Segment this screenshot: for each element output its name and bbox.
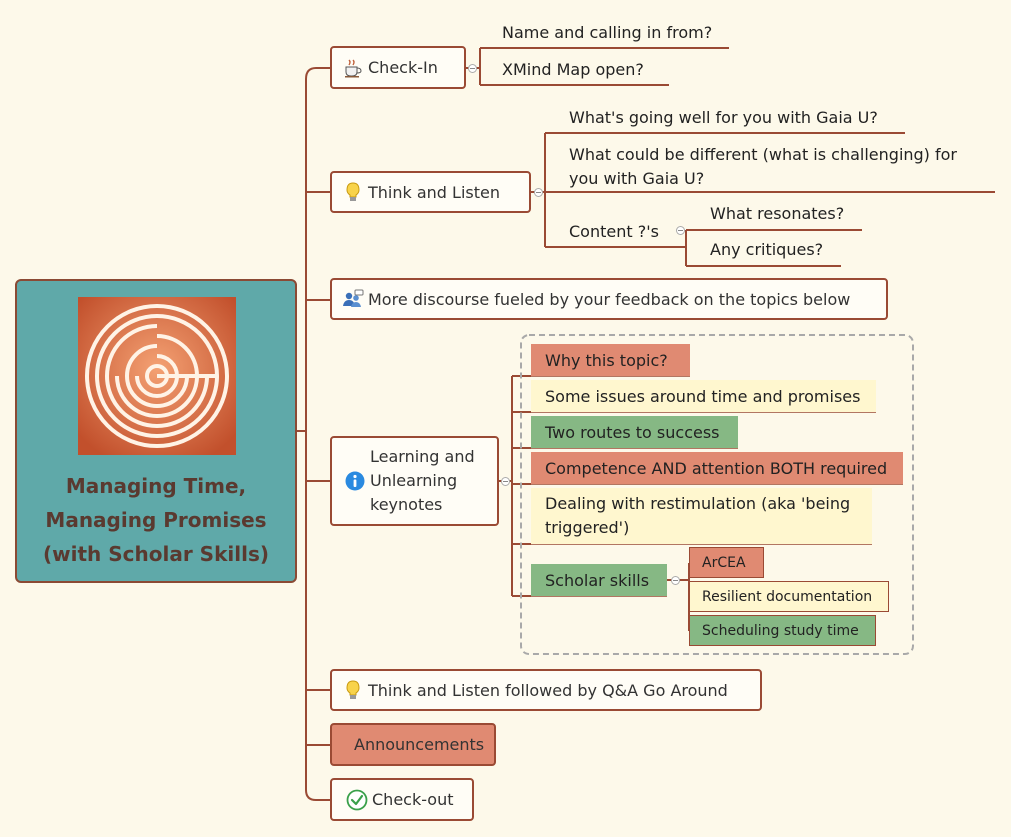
lightbulb-icon — [346, 182, 360, 201]
central-topic[interactable]: Managing Time, Managing Promises (with S… — [15, 279, 297, 583]
coffee-cup-icon — [345, 59, 362, 77]
collapse-think-button[interactable] — [534, 188, 543, 197]
keynote-competence[interactable]: Competence AND attention BOTH required — [531, 452, 903, 484]
topic-think-listen-qa[interactable]: Think and Listen followed by Q&A Go Arou… — [330, 669, 762, 711]
topic-announcements[interactable]: Announcements — [330, 723, 496, 766]
think-child-going-well: What's going well for you with Gaia U? — [569, 108, 878, 127]
central-title-line-1: Managing Time, — [65, 474, 247, 498]
content-child-critiques: Any critiques? — [710, 240, 824, 259]
lightbulb-icon — [346, 680, 360, 699]
trunk-line — [297, 79, 330, 801]
topic-check-out[interactable]: Check-out — [330, 778, 474, 821]
keynote-issues[interactable]: Some issues around time and promises — [531, 380, 876, 412]
labyrinth-image — [78, 297, 236, 455]
think-child-content: Content ?'s — [569, 222, 659, 241]
topic-check-out-label: Check-out — [372, 790, 454, 809]
central-title-line-3: (with Scholar Skills) — [43, 542, 269, 566]
branch-checkin — [305, 67, 330, 80]
keynote-two-routes[interactable]: Two routes to success — [531, 416, 738, 448]
collapse-check-in-button[interactable] — [468, 64, 477, 73]
think-child-different: What could be different (what is challen… — [569, 145, 958, 188]
checkmark-icon — [346, 789, 368, 810]
keynote-why-topic[interactable]: Why this topic? — [531, 344, 690, 376]
topic-keynotes[interactable]: Learning and Unlearning keynotes — [330, 436, 499, 526]
collapse-scholar-button[interactable] — [671, 576, 680, 585]
central-title: Managing Time, Managing Promises (with S… — [17, 469, 295, 571]
topic-announcements-label: Announcements — [354, 735, 485, 754]
topic-think-listen[interactable]: Think and Listen — [330, 171, 531, 213]
keynote-scholar-skills[interactable]: Scholar skills — [531, 564, 667, 596]
topic-more-discourse-label: More discourse fueled by your feedback o… — [368, 289, 851, 309]
scholar-resilient-documentation[interactable]: Resilient documentation — [689, 581, 889, 612]
keynotes-children — [498, 375, 531, 597]
central-title-line-2: Managing Promises — [45, 508, 267, 532]
checkin-child-xmind: XMind Map open? — [502, 60, 644, 79]
topic-think-listen-label: Think and Listen — [368, 182, 500, 202]
content-children — [667, 229, 862, 267]
topic-check-in-label: Check-In — [368, 58, 438, 77]
people-icon — [343, 289, 364, 307]
topic-check-in[interactable]: Check-In — [330, 46, 466, 89]
topic-think-listen-qa-label: Think and Listen followed by Q&A Go Arou… — [368, 680, 728, 700]
content-child-resonates: What resonates? — [710, 204, 845, 223]
checkin-child-name: Name and calling in from? — [502, 23, 713, 42]
topic-more-discourse[interactable]: More discourse fueled by your feedback o… — [330, 278, 888, 320]
topic-keynotes-label: Learning and Unlearning keynotes — [370, 447, 475, 514]
info-icon — [345, 471, 365, 491]
collapse-content-button[interactable] — [676, 226, 685, 235]
scholar-arcea[interactable]: ArCEA — [689, 547, 764, 578]
scholar-scheduling[interactable]: Scheduling study time — [689, 615, 876, 646]
boundary-frame — [520, 334, 914, 655]
keynote-restimulation[interactable]: Dealing with restimulation (aka 'being t… — [531, 488, 872, 544]
collapse-keynotes-button[interactable] — [501, 477, 510, 486]
